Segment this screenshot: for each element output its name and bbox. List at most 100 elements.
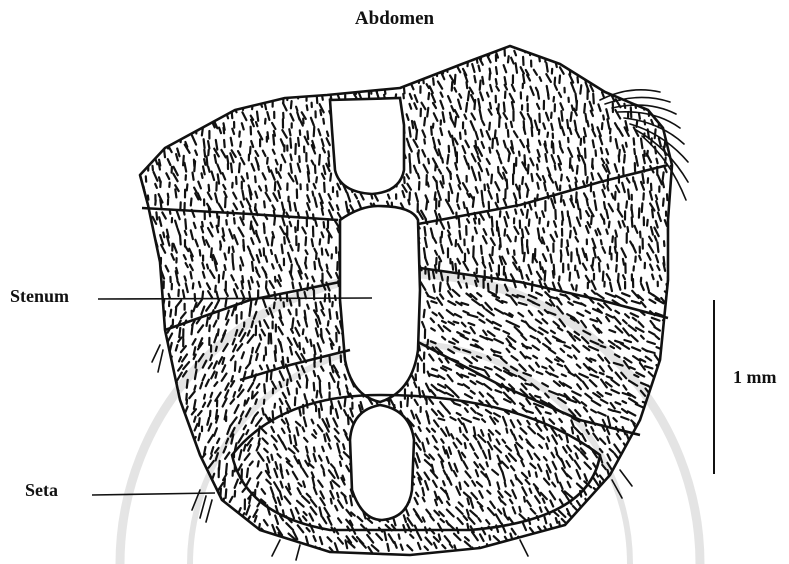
hatch-stroke [427,65,428,74]
hatch-stroke [586,514,589,523]
hatch-stroke [236,284,238,288]
hatch-stroke [262,330,265,336]
hatch-stroke [504,65,507,72]
hatch-stroke [570,455,573,460]
hatch-stroke [489,434,491,441]
hatch-stroke [485,371,489,376]
hatch-stroke [489,123,490,130]
hatch-stroke [594,500,598,508]
hatch-stroke [248,445,251,451]
hatch-stroke [518,420,521,424]
hatch-stroke [271,170,275,179]
hatch-stroke [284,69,285,74]
hatch-stroke [206,240,209,247]
hatch-stroke [593,140,594,147]
hatch-stroke [198,182,201,189]
hatch-stroke [330,373,334,382]
hatch-stroke [343,444,344,449]
hatch-stroke [174,99,178,108]
hatch-stroke [282,429,285,433]
hatch-stroke [482,142,484,148]
hatch-stroke [207,265,208,269]
hatch-stroke [358,201,361,208]
hatch-stroke [296,365,298,370]
hatch-stroke [613,418,616,421]
hatch-stroke [564,345,570,348]
hatch-stroke [257,84,259,88]
hatch-stroke [494,355,502,357]
hatch-stroke [662,59,666,66]
hatch-stroke [594,533,598,538]
hatch-stroke [415,434,420,442]
hatch-stroke [273,411,274,418]
hatch-stroke [249,306,250,316]
hatch-stroke [566,461,570,467]
hatch-stroke [257,271,260,277]
hatch-stroke [551,255,552,263]
hatch-stroke [647,283,649,292]
hatch-stroke [538,158,539,162]
hatch-stroke [648,462,652,469]
hatch-stroke [511,466,514,470]
hatch-stroke [285,497,291,504]
hatch-stroke [256,418,262,426]
hatch-stroke [503,472,505,481]
hatch-stroke [145,471,148,478]
hatch-stroke [527,210,528,218]
hatch-stroke [321,367,323,371]
hatch-stroke [311,507,317,514]
hatch-stroke [495,328,500,330]
hatch-stroke [651,481,652,486]
hatch-stroke [535,496,540,503]
hatch-stroke [486,410,491,414]
hatch-stroke [672,208,674,215]
hatch-stroke [586,67,587,75]
sternum-plate-lower [350,405,414,520]
hatch-stroke [565,295,569,299]
hatch-stroke [154,514,159,522]
hatch-stroke [600,366,604,371]
hatch-stroke [426,510,430,515]
hatch-stroke [545,426,548,430]
hatch-stroke [259,250,261,256]
hatch-stroke [154,381,157,385]
hatch-stroke [324,471,325,476]
hatch-stroke [559,545,565,551]
hatch-stroke [335,221,339,228]
hatch-stroke [543,123,545,128]
hatch-stroke [528,165,529,174]
hatch-stroke [227,94,229,99]
hatch-stroke [310,514,314,521]
hatch-stroke [237,58,238,67]
hatch-stroke [295,176,297,184]
hatch-stroke [265,272,267,278]
hatch-stroke [577,384,581,389]
hatch-stroke [509,154,510,162]
hatch-stroke [474,219,475,224]
hatch-stroke [155,184,157,188]
hatch-stroke [488,394,494,399]
hatch-stroke [667,122,668,131]
hatch-stroke [516,185,518,190]
hatch-stroke [585,166,586,175]
hatch-stroke [231,376,233,381]
hatch-stroke [337,184,340,190]
hatch-stroke [466,283,467,287]
hatch-stroke [319,67,321,73]
hatch-stroke [252,262,253,271]
hatch-stroke [153,454,159,462]
hatch-stroke [611,390,619,394]
hatch-stroke [321,310,324,315]
hatch-stroke [289,448,295,453]
hatch-stroke [418,543,420,549]
hatch-stroke [591,216,592,224]
hatch-stroke [318,343,321,351]
hatch-stroke [399,534,400,538]
hatch-stroke [652,500,653,504]
hatch-stroke [282,155,286,163]
hatch-stroke [339,401,342,408]
hatch-stroke [598,412,606,415]
hatch-stroke [427,108,428,117]
hatch-stroke [508,130,509,137]
hatch-stroke [313,478,315,486]
